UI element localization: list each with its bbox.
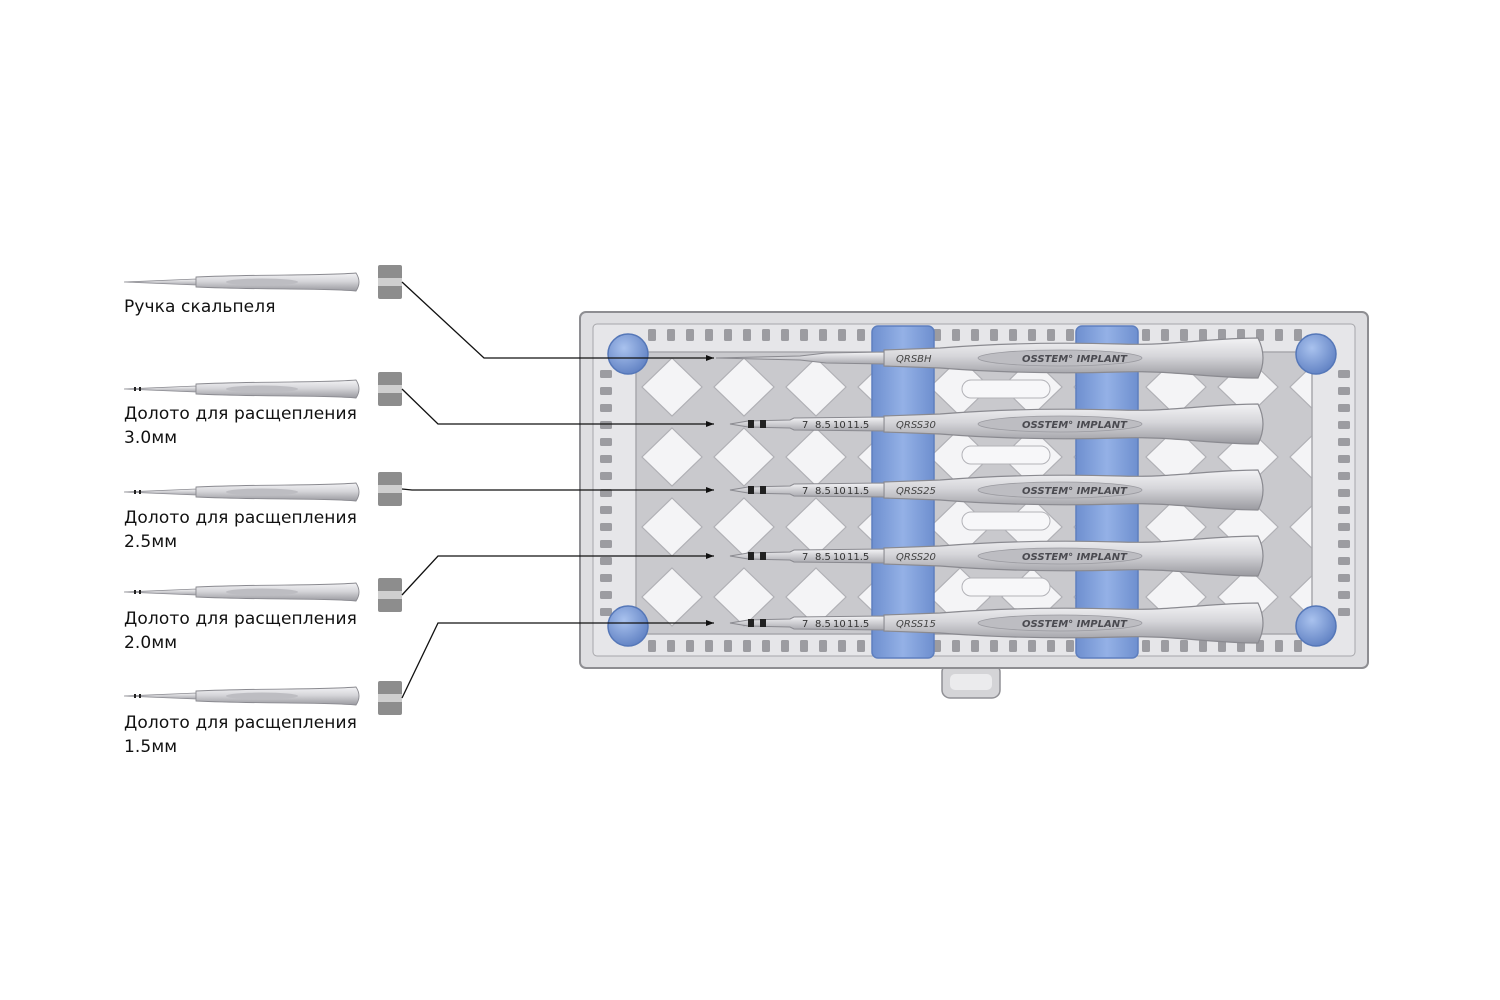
- brand-logo-text: OSSTEM° IMPLANT: [1022, 354, 1128, 365]
- depth-mark: 7: [802, 420, 808, 431]
- leader-arrowhead: [706, 487, 714, 493]
- connector-qrss15: [378, 620, 714, 715]
- depth-mark: 11.5: [847, 420, 869, 431]
- thumbnail-qrss20: [123, 582, 360, 602]
- instrument-code: QRSS25: [896, 486, 936, 497]
- instrument-code: QRSBH: [896, 354, 932, 365]
- depth-mark: 8.5: [815, 486, 831, 497]
- leader-arrowhead: [706, 421, 714, 427]
- instrument-thumbnails: [123, 272, 360, 706]
- depth-mark: 7: [802, 552, 808, 563]
- leader-line: [401, 488, 714, 491]
- leader-line: [401, 281, 714, 359]
- connector-qrsbh: [378, 265, 714, 361]
- depth-mark: 10: [833, 420, 846, 431]
- tray-foot-top-left: [607, 333, 649, 375]
- depth-mark: 11.5: [847, 552, 869, 563]
- instrument-code: QRSS30: [896, 420, 936, 431]
- thumbnail-qrss30: [123, 379, 360, 399]
- leader-line: [401, 555, 714, 596]
- leader-arrowhead: [706, 355, 714, 361]
- depth-mark: 10: [833, 619, 846, 630]
- depth-mark: 8.5: [815, 552, 831, 563]
- brand-logo-text: OSSTEM° IMPLANT: [1022, 619, 1128, 630]
- leader-arrowhead: [706, 553, 714, 559]
- instrument-code: QRSS20: [896, 552, 936, 563]
- connector-qrss25: [378, 472, 714, 506]
- depth-mark: 10: [833, 486, 846, 497]
- depth-mark: 7: [802, 619, 808, 630]
- depth-mark: 11.5: [847, 619, 869, 630]
- label-chisel-1-5: Долото для расщепления 1.5мм: [124, 713, 357, 757]
- label-scalpel-handle: Ручка скальпеля: [124, 297, 276, 317]
- leader-line: [401, 622, 714, 699]
- label-chisel-2-5: Долото для расщепления 2.5мм: [124, 508, 357, 552]
- tray-instrument-qrsbh: QRSBH OSSTEM° IMPLANT: [715, 337, 1264, 379]
- depth-mark: 7: [802, 486, 808, 497]
- leader-lines: [378, 265, 714, 715]
- thumbnail-qrss25: [123, 482, 360, 502]
- tray-foot-bottom-left: [607, 605, 649, 647]
- brand-logo-text: OSSTEM° IMPLANT: [1022, 552, 1128, 563]
- connector-qrss20: [378, 553, 714, 612]
- thumbnail-qrss15: [123, 686, 360, 706]
- tray-foot-bottom-right: [1295, 605, 1337, 647]
- connector-qrss30: [378, 372, 714, 427]
- thumbnail-qrsbh: [123, 272, 360, 292]
- brand-logo-text: OSSTEM° IMPLANT: [1022, 420, 1128, 431]
- label-chisel-2-0: Долото для расщепления 2.0мм: [124, 609, 357, 653]
- depth-mark: 10: [833, 552, 846, 563]
- depth-mark: 8.5: [815, 420, 831, 431]
- tray-windows: [961, 379, 1051, 597]
- label-chisel-3-0: Долото для расщепления 3.0мм: [124, 404, 357, 448]
- tray-foot-top-right: [1295, 333, 1337, 375]
- leader-line: [401, 388, 714, 425]
- instrument-code: QRSS15: [896, 619, 936, 630]
- brand-logo-text: OSSTEM° IMPLANT: [1022, 486, 1128, 497]
- leader-arrowhead: [706, 620, 714, 626]
- depth-mark: 8.5: [815, 619, 831, 630]
- depth-mark: 11.5: [847, 486, 869, 497]
